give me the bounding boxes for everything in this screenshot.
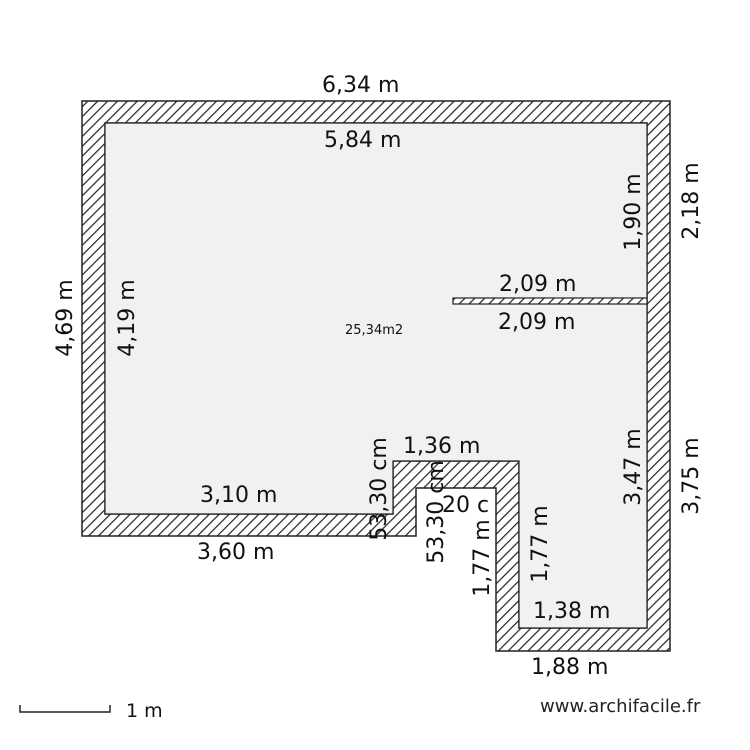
dim-bottom-left-inner: 3,10 m (200, 483, 277, 508)
dim-bottom-right-outer: 1,88 m (531, 655, 608, 680)
dim-alcove-left-inner: 1,77 m (528, 505, 553, 582)
dim-right-upper-outer: 2,18 m (679, 162, 704, 239)
scale-bar (19, 705, 111, 713)
scale-label: 1 m (126, 700, 163, 722)
dim-bottom-right-inner: 1,38 m (533, 599, 610, 624)
room-floor (104, 122, 648, 629)
dim-step-top: 1,36 m (403, 434, 480, 459)
room-area-label: 25,34m2 (345, 323, 403, 338)
dim-right-lower-outer: 3,75 m (679, 437, 704, 514)
dim-alcove-left-outer: 1,77 m (470, 519, 495, 596)
dim-top-outer: 6,34 m (322, 73, 399, 98)
dim-top-inner: 5,84 m (324, 128, 401, 153)
dim-bottom-left-outer: 3,60 m (197, 540, 274, 565)
dim-left-outer: 4,69 m (53, 279, 78, 356)
partition-wall (452, 297, 648, 305)
dim-right-upper-inner: 1,90 m (621, 173, 646, 250)
dim-right-lower-inner: 3,47 m (621, 428, 646, 505)
dim-partition-top: 2,09 m (499, 272, 576, 297)
site-credit: www.archifacile.fr (540, 696, 701, 717)
dim-left-inner: 4,19 m (115, 279, 140, 356)
dim-step-inner-short: 20 c (442, 493, 489, 518)
dim-step-outer-vertical: 53,30 cm (367, 437, 392, 541)
dim-partition-bottom: 2,09 m (498, 310, 575, 335)
dim-step-inner-vertical: 53,30 cm (424, 460, 449, 564)
